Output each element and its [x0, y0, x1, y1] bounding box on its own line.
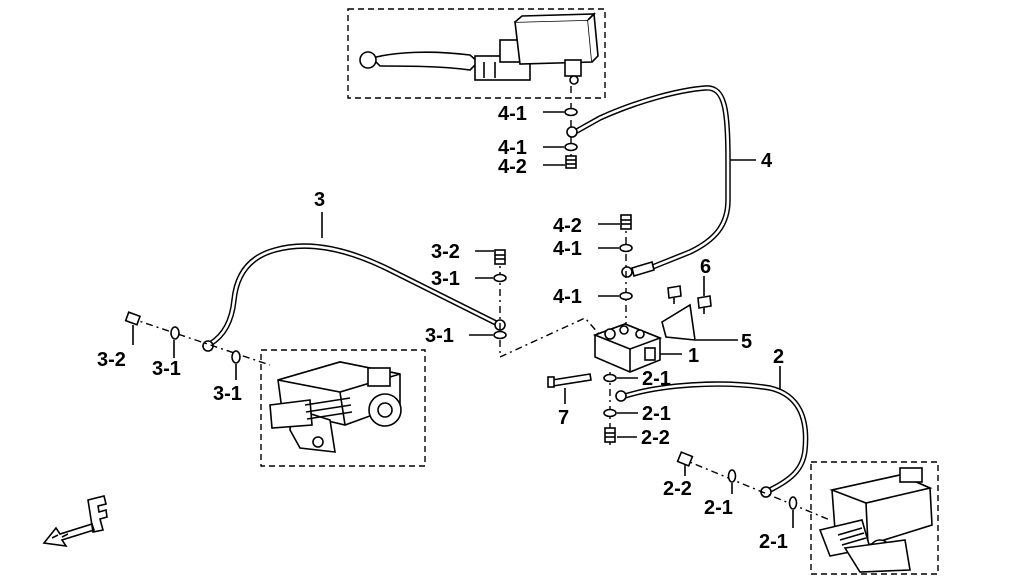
brake-hose-3 — [202, 243, 506, 352]
washer-2-1-caliper-b — [788, 496, 798, 510]
washer-4-1-mid — [564, 142, 578, 152]
callout-4-2-b: 4-2 — [553, 215, 582, 237]
callout-3-2-a: 3-2 — [431, 241, 460, 263]
bracket-5 — [661, 303, 696, 341]
callout-3-1-a: 3-1 — [431, 268, 460, 290]
bolt-6-a — [667, 285, 682, 304]
washer-3-1-lower — [493, 330, 507, 340]
callout-2-1-c: 2-1 — [704, 497, 733, 519]
callout-4: 4 — [761, 150, 773, 172]
callout-4-2-a: 4-2 — [498, 156, 527, 178]
callout-3: 3 — [314, 189, 325, 211]
callout-3-2-b: 3-2 — [97, 349, 126, 371]
callout-4-1-a: 4-1 — [498, 103, 527, 125]
callout-1: 1 — [688, 345, 699, 367]
bolt-7 — [547, 373, 592, 388]
callout-2-1-a: 2-1 — [642, 368, 671, 390]
callout-6: 6 — [700, 256, 711, 278]
callout-3-1-d: 3-1 — [213, 383, 242, 405]
rear-brake-caliper — [260, 349, 426, 467]
bolt-3-2-upper — [494, 249, 506, 265]
callout-3-1-b: 3-1 — [425, 325, 454, 347]
front-brake-caliper — [810, 461, 939, 575]
washer-4-1-lower-a — [619, 243, 633, 253]
master-cylinder-lever-assembly — [347, 8, 606, 99]
callout-2-1-b: 2-1 — [642, 403, 671, 425]
callout-4-1-c: 4-1 — [553, 238, 582, 260]
callout-5: 5 — [741, 331, 752, 353]
brake-hose-4 — [566, 85, 731, 278]
callout-2-2-a: 2-2 — [641, 427, 670, 449]
bolt-6-b — [697, 295, 712, 314]
callout-2-2-b: 2-2 — [663, 478, 692, 500]
washer-4-1-upper — [564, 107, 578, 117]
washer-2-1-caliper-a — [727, 469, 737, 483]
washer-3-1-left-b — [231, 350, 241, 364]
front-direction-f-arrow-icon — [42, 495, 108, 548]
leader-lines — [132, 111, 794, 528]
bolt-2-2-caliper — [676, 451, 694, 467]
bolt-4-2-lower — [620, 214, 632, 230]
brake-hose-2 — [615, 381, 809, 498]
callout-3-1-c: 3-1 — [152, 358, 181, 380]
washer-2-1-valve-b — [603, 408, 617, 418]
washer-4-1-lower-b — [619, 291, 633, 301]
washer-3-1-upper — [493, 273, 507, 283]
callout-7: 7 — [558, 407, 569, 429]
callout-labels: 4-1 4-1 4-2 4 4-2 4-1 4-1 6 5 1 3 3-2 3-… — [97, 103, 788, 553]
washer-2-1-valve-a — [603, 373, 617, 383]
callout-4-1-d: 4-1 — [553, 286, 582, 308]
washer-3-1-left-a — [170, 326, 180, 340]
callout-4-1-b: 4-1 — [498, 137, 527, 159]
bolt-3-2-left — [124, 311, 142, 326]
callout-2-1-d: 2-1 — [759, 531, 788, 553]
bolt-4-2-upper — [565, 155, 577, 169]
bolt-2-2-valve — [604, 427, 616, 443]
callout-2: 2 — [773, 346, 784, 368]
brake-valve-block-1 — [592, 323, 682, 373]
